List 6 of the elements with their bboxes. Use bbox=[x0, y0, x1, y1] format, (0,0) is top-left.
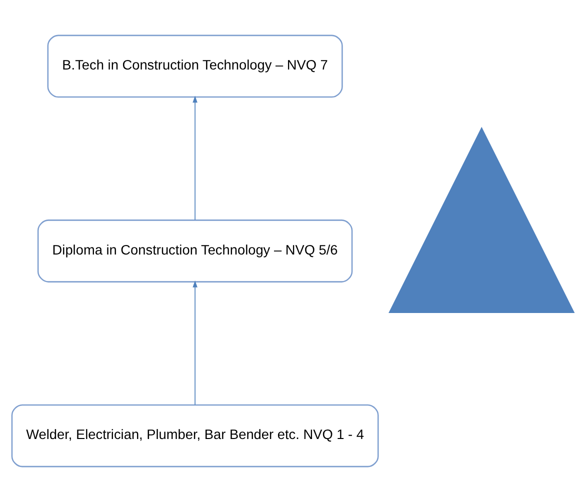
arrow bbox=[192, 280, 198, 405]
node-box: B.Tech in Construction Technology – NVQ 7 bbox=[47, 34, 343, 98]
arrow bbox=[192, 95, 198, 220]
node-box: Welder, Electrician, Plumber, Bar Bender etc. NVQ 1 - 4 bbox=[11, 404, 379, 467]
node-triangle bbox=[388, 126, 575, 313]
node-box: Diploma in Construction Technology – NVQ 5/6 bbox=[37, 219, 353, 282]
